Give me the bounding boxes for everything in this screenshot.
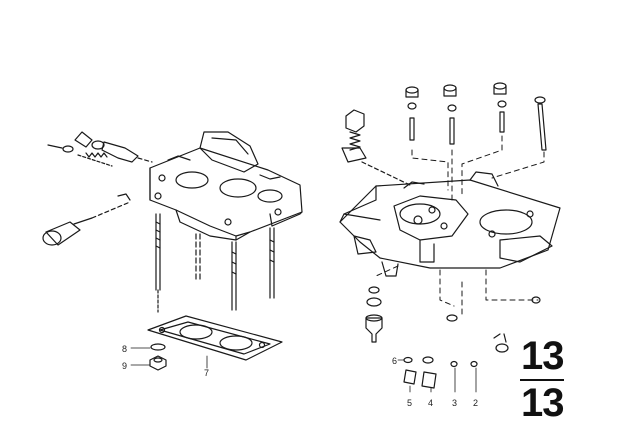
carburetor-body xyxy=(149,131,303,241)
page-number-divider xyxy=(520,379,564,381)
callout-9: 9 xyxy=(122,361,127,371)
callout-4: 4 xyxy=(428,398,433,408)
right-carburetor-assembly xyxy=(339,82,561,393)
page-number-top: 13 xyxy=(521,334,564,378)
right-lower-parts xyxy=(365,286,541,389)
left-carburetor-assembly xyxy=(42,131,303,371)
callout-5: 5 xyxy=(407,398,412,408)
flange-gasket-part xyxy=(147,315,283,361)
callout-7: 7 xyxy=(204,368,209,378)
solenoid-valve-part xyxy=(42,193,131,246)
plunger-part xyxy=(341,109,413,187)
callout-6: 6 xyxy=(392,356,397,366)
washer-and-nut-parts xyxy=(149,343,167,371)
needle-valve-part xyxy=(47,131,153,167)
callout-8: 8 xyxy=(122,344,127,354)
page-number-bottom: 13 xyxy=(521,381,564,425)
carburetor-cover xyxy=(339,171,561,277)
left-leader-lines xyxy=(130,347,208,369)
callout-3: 3 xyxy=(452,398,457,408)
top-screws xyxy=(405,82,547,151)
right-leader-lines xyxy=(397,359,477,393)
mounting-studs xyxy=(155,213,275,313)
callout-2: 2 xyxy=(473,398,478,408)
